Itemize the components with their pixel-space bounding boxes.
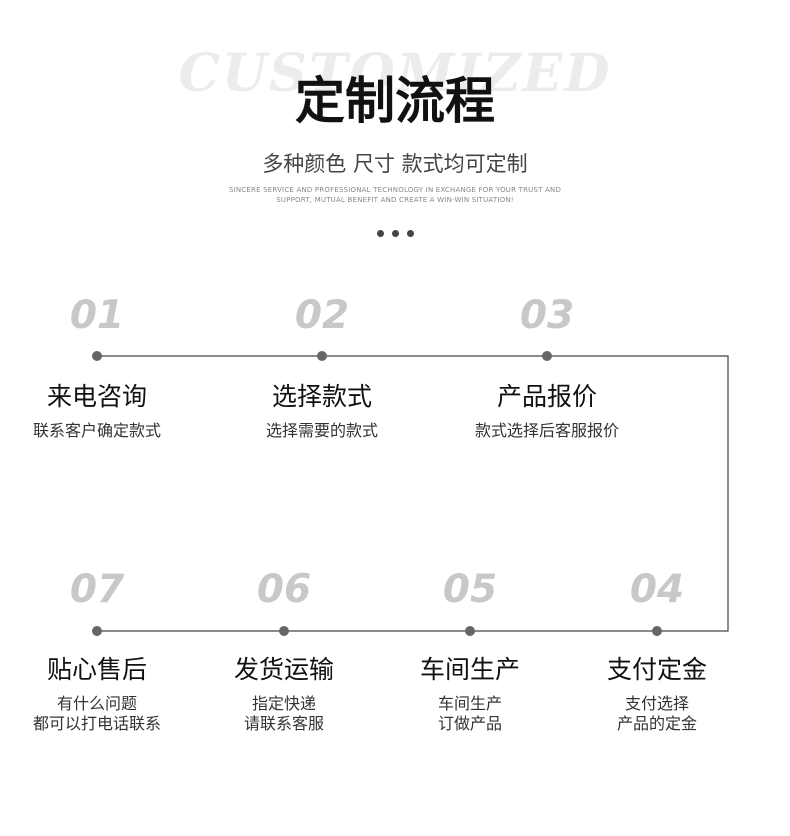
step-02-desc: 选择需要的款式: [265, 421, 378, 440]
step-03-title: 产品报价: [496, 382, 597, 411]
step-07-dot: [92, 626, 102, 636]
step-01-number: 01: [69, 293, 125, 338]
step-04-desc: 支付选择 产品的定金: [557, 694, 757, 734]
step-04-desc-line-1: 支付选择: [624, 694, 689, 713]
step-05-number: 05: [442, 567, 498, 612]
step-05-desc: 车间生产 订做产品: [370, 694, 570, 734]
step-06-title: 发货运输: [233, 655, 334, 684]
step-07-desc-line-1: 有什么问题: [56, 694, 137, 713]
step-02-number: 02: [294, 293, 350, 338]
step-01-desc: 联系客户确定款式: [32, 421, 161, 440]
step-07-number: 07: [69, 567, 125, 612]
step-03-number: 03: [519, 293, 575, 338]
background-watermark-text: CUSTOMIZED: [178, 43, 612, 104]
step-05-dot: [465, 626, 475, 636]
step-04-title: 支付定金: [606, 655, 707, 684]
step-04-dot: [652, 626, 662, 636]
step-06-number: 06: [256, 567, 312, 612]
tagline-line-2: SUPPORT, MUTUAL BENEFIT AND CREATE A WIN…: [276, 196, 514, 204]
step-04-desc-line-2: 产品的定金: [616, 714, 697, 733]
tagline-line-1: SINCERE SERVICE AND PROFESSIONAL TECHNOL…: [228, 186, 562, 194]
step-02-title: 选择款式: [271, 382, 372, 411]
step-07-desc: 有什么问题 都可以打电话联系: [0, 694, 197, 734]
step-03-dot: [542, 351, 552, 361]
step-01-title: 来电咨询: [46, 382, 147, 411]
step-07-desc-line-2: 都可以打电话联系: [32, 714, 161, 733]
step-05-desc-line-1: 车间生产: [437, 694, 502, 713]
step-04-number: 04: [629, 567, 685, 612]
step-02-dot: [317, 351, 327, 361]
step-05-desc-line-2: 订做产品: [437, 714, 502, 733]
step-06-dot: [279, 626, 289, 636]
step-01-dot: [92, 351, 102, 361]
ellipsis-dots-icon: [0, 230, 790, 238]
step-07-title: 贴心售后: [46, 655, 147, 684]
page-title: 定制流程: [295, 72, 495, 130]
flow-connector: [97, 355, 729, 632]
step-05-title: 车间生产: [419, 655, 520, 684]
step-06-desc-line-1: 指定快递: [251, 694, 316, 713]
step-06-desc-line-2: 请联系客服: [243, 714, 324, 733]
english-tagline: SINCERE SERVICE AND PROFESSIONAL TECHNOL…: [195, 185, 595, 205]
page-subtitle: 多种颜色 尺寸 款式均可定制: [262, 152, 528, 176]
step-06-desc: 指定快递 请联系客服: [184, 694, 384, 734]
step-03-desc: 款式选择后客服报价: [474, 421, 619, 440]
